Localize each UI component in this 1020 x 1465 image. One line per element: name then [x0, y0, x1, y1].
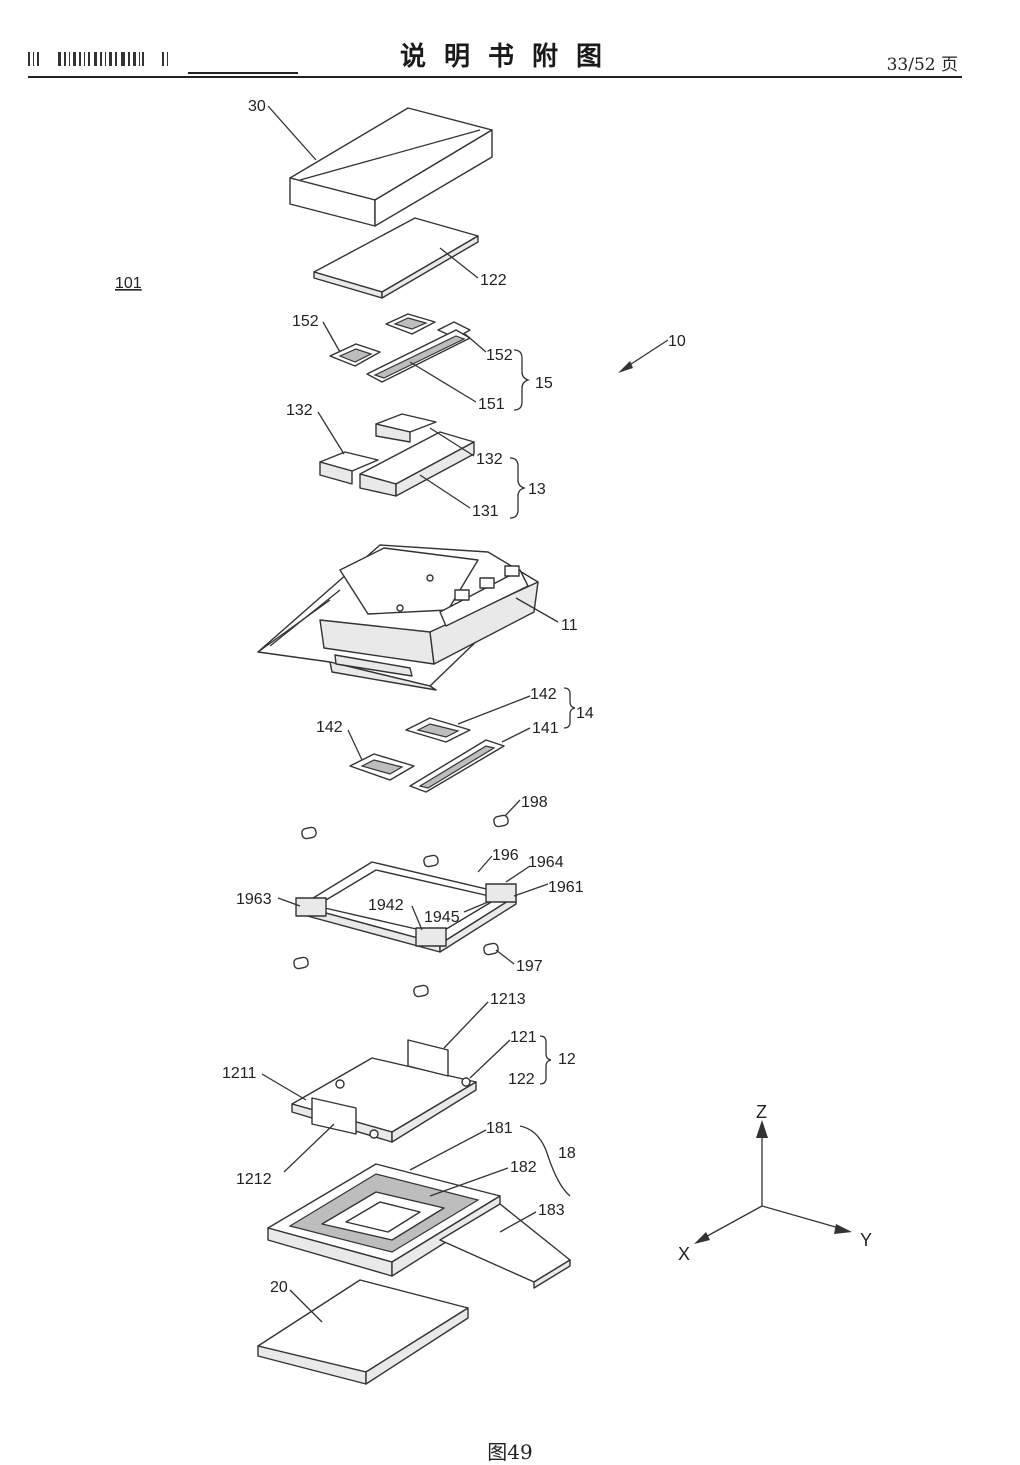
label-142-left: 142	[316, 719, 343, 736]
page-header-title: 说明书附图	[399, 42, 620, 72]
label-1961: 1961	[548, 879, 584, 896]
axis-label-z: Z	[756, 1102, 767, 1122]
label-121: 121	[510, 1029, 537, 1046]
label-152-left: 152	[292, 313, 319, 330]
label-183: 183	[538, 1202, 565, 1219]
label-20: 20	[270, 1279, 288, 1296]
axis-label-y: Y	[860, 1230, 872, 1250]
label-14: 14	[576, 705, 594, 722]
part-ball-pins	[293, 814, 509, 998]
label-1211: 1211	[222, 1065, 257, 1082]
part-122-plate	[313, 217, 479, 299]
header-underline	[188, 72, 298, 74]
label-1213: 1213	[490, 991, 526, 1008]
part-18-circuit-board	[267, 1163, 571, 1289]
header-divider	[28, 76, 962, 78]
label-122-lower: 122	[508, 1071, 535, 1088]
barcode-graphic	[28, 52, 168, 66]
part-14-coils	[349, 717, 505, 793]
part-11-frame	[257, 544, 539, 691]
assembly-label-101: 101	[115, 275, 142, 292]
label-181: 181	[486, 1120, 513, 1137]
axis-label-x: X	[678, 1244, 690, 1264]
label-151: 151	[478, 396, 505, 413]
label-12: 12	[558, 1051, 576, 1068]
label-197: 197	[516, 958, 543, 975]
label-132-left: 132	[286, 402, 313, 419]
label-1945: 1945	[424, 909, 460, 926]
part-15-coils	[329, 313, 471, 383]
label-131: 131	[472, 503, 499, 520]
label-1964: 1964	[528, 854, 564, 871]
label-196: 196	[492, 847, 519, 864]
label-30: 30	[248, 98, 266, 115]
page-number: 33/52 页	[886, 55, 958, 75]
label-198: 198	[521, 794, 548, 811]
label-141: 141	[532, 720, 559, 737]
label-1942: 1942	[368, 897, 404, 914]
part-13-magnets	[319, 413, 475, 497]
part-196-carrier	[295, 861, 517, 953]
label-11: 11	[561, 617, 578, 634]
label-18: 18	[558, 1145, 576, 1162]
label-13: 13	[528, 481, 546, 498]
label-132-right: 132	[476, 451, 503, 468]
coordinate-axes	[694, 1120, 852, 1244]
label-122-top: 122	[480, 272, 507, 289]
label-142-right: 142	[530, 686, 557, 703]
label-182: 182	[510, 1159, 537, 1176]
label-152-right: 152	[486, 347, 513, 364]
label-1212: 1212	[236, 1171, 272, 1188]
label-10: 10	[668, 333, 686, 350]
label-15: 15	[535, 375, 553, 392]
part-20-base	[257, 1279, 469, 1385]
label-1963: 1963	[236, 891, 272, 908]
figure-caption: 图49	[487, 1440, 533, 1464]
part-30-cover	[289, 107, 493, 227]
part-12-sensor-board	[291, 1039, 477, 1143]
